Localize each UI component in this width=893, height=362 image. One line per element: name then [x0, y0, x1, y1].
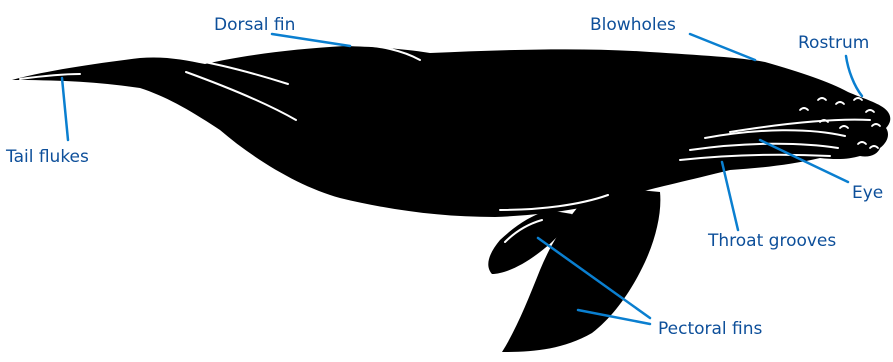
label-blowholes: Blowholes [590, 15, 676, 35]
label-dorsal-fin: Dorsal fin [214, 15, 295, 35]
label-pectoral-fins: Pectoral fins [658, 319, 763, 339]
whale-silhouette [12, 46, 890, 352]
label-throat-grooves: Throat grooves [707, 231, 836, 251]
dorsal-fin-leader [272, 34, 350, 46]
rostrum-leader [846, 56, 862, 96]
label-tail-flukes: Tail flukes [5, 147, 89, 167]
tail-flukes-leader [62, 78, 68, 140]
throat-grooves-leader [722, 162, 738, 230]
label-eye: Eye [852, 183, 883, 203]
label-rostrum: Rostrum [798, 33, 869, 53]
